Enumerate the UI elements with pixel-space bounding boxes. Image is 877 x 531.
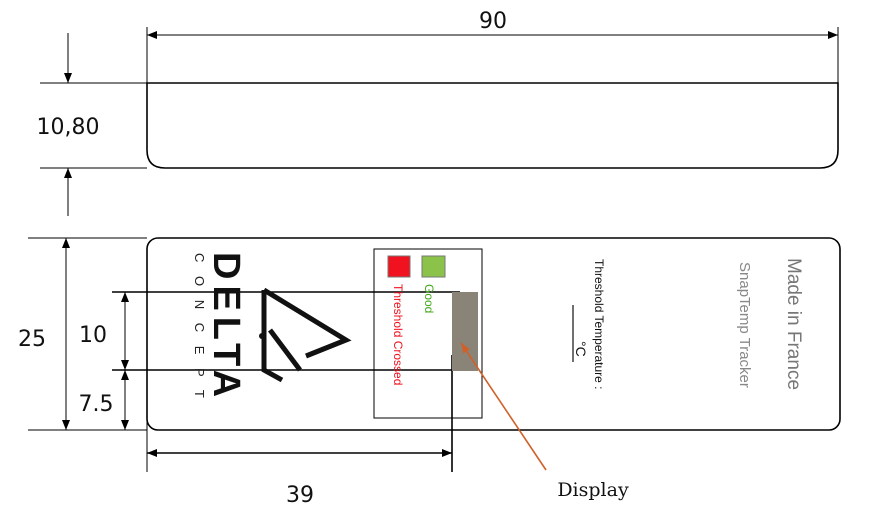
width-dimension-label: 90 bbox=[479, 9, 507, 34]
indicator-panel bbox=[373, 248, 483, 419]
product-name-label: SnapTemp Tracker bbox=[736, 262, 753, 388]
logo-triangle-icon bbox=[261, 287, 352, 383]
display-window bbox=[452, 292, 478, 371]
front-view: 25 10 7.5 39 C O N C E P T DELTA Thresho… bbox=[18, 237, 841, 508]
delta-concept-logo: C O N C E P T DELTA bbox=[192, 252, 352, 403]
good-indicator-swatch bbox=[421, 255, 446, 278]
threshold-indicator-swatch bbox=[387, 255, 411, 278]
top-view: 90 10,80 bbox=[37, 9, 839, 216]
threshold-temperature-label: Threshold Temperature : bbox=[592, 259, 606, 390]
bottom-offset-label: 7.5 bbox=[79, 392, 114, 417]
front-view-outline bbox=[146, 237, 841, 431]
height-dimension-label: 25 bbox=[18, 327, 46, 352]
top-view-outline bbox=[146, 82, 839, 169]
logo-subtitle: C O N C E P T bbox=[192, 253, 207, 403]
threshold-crossed-label: Threshold Crossed bbox=[391, 284, 405, 385]
display-callout-arrow bbox=[460, 342, 547, 471]
display-offset-label: 39 bbox=[286, 483, 314, 508]
made-in-france-label: Made in France bbox=[783, 258, 804, 390]
display-height-label: 10 bbox=[79, 323, 107, 348]
good-label: Good bbox=[422, 284, 436, 313]
logo-dot bbox=[259, 333, 265, 339]
temperature-unit: °C bbox=[573, 341, 589, 357]
display-callout-label: Display bbox=[557, 479, 629, 501]
logo-wordmark: DELTA bbox=[205, 252, 247, 403]
thickness-dimension-label: 10,80 bbox=[37, 115, 100, 140]
